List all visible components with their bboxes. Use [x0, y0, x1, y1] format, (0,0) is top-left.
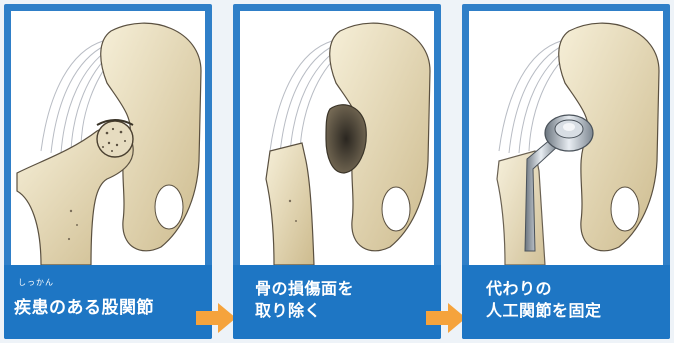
step-panel-3: 代わりの 人工関節を固定: [462, 4, 670, 339]
illustration-removal: [240, 11, 434, 265]
step-caption-1: しっかん 疾患のある股関節: [4, 265, 212, 339]
hip-bone-icon: [469, 11, 663, 265]
step-caption-2: 骨の損傷面を 取り除く: [233, 265, 441, 339]
step-2-line-1: 骨の損傷面を: [255, 275, 354, 299]
step-1-ruby: しっかん: [18, 277, 54, 288]
step-1-line-1: 疾患のある股関節: [14, 293, 154, 318]
hip-bone-icon: [240, 11, 434, 265]
step-panel-2: 骨の損傷面を 取り除く: [233, 4, 441, 339]
step-3-line-2: 人工関節を固定: [486, 297, 602, 321]
arrow-right-icon: [426, 301, 466, 335]
arrow-right-icon: [196, 301, 236, 335]
illustration-artificial-joint: [469, 11, 663, 265]
step-3-line-1: 代わりの: [486, 275, 552, 299]
step-caption-3: 代わりの 人工関節を固定: [462, 265, 670, 339]
step-panel-1: しっかん 疾患のある股関節: [4, 4, 212, 339]
step-2-line-2: 取り除く: [255, 297, 321, 321]
femur-icon: [266, 143, 314, 265]
hip-bone-icon: [11, 11, 205, 265]
femur-icon: [497, 151, 545, 265]
damage-icon: [97, 120, 133, 157]
illustration-diseased-hip: [11, 11, 205, 265]
